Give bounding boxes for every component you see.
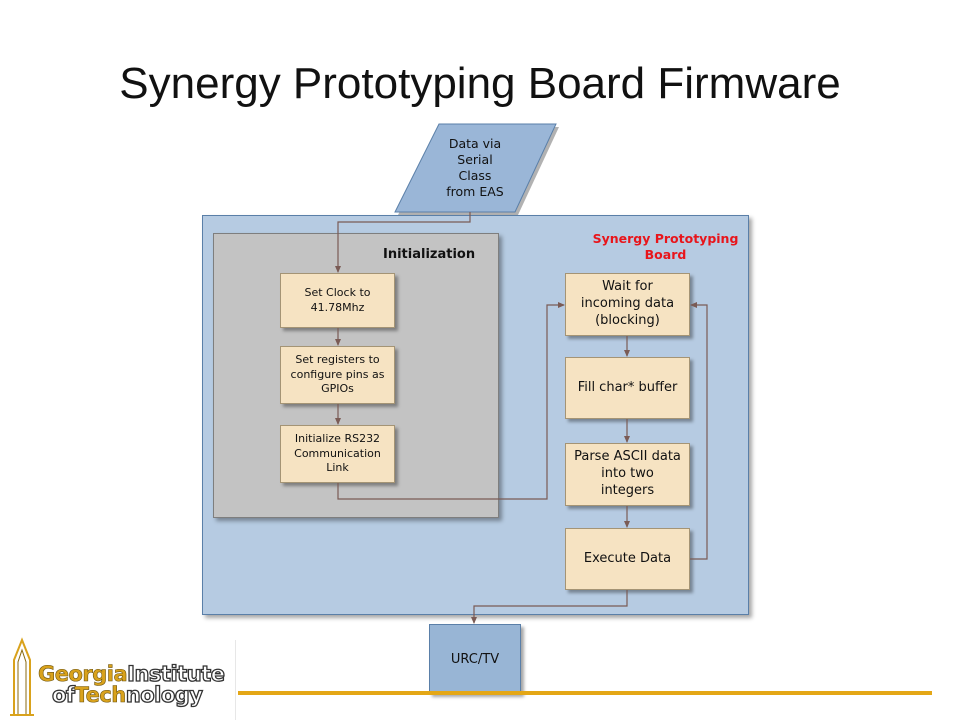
tech-tower-icon bbox=[10, 637, 34, 716]
logo-line-2: ofTechnology bbox=[51, 683, 204, 707]
init-step-set-registers: Set registers to configure pins as GPIOs bbox=[280, 346, 395, 404]
arrow-execute-to-output bbox=[471, 590, 628, 624]
loop-step-wait: Wait for incoming data (blocking) bbox=[565, 273, 690, 336]
initialization-label: Initialization bbox=[383, 247, 476, 262]
loop-step-execute: Execute Data bbox=[565, 528, 690, 590]
loop-step-fill-buffer: Fill char* buffer bbox=[565, 357, 690, 419]
logo-tech: Tech bbox=[74, 683, 126, 707]
logo-nology: nology bbox=[125, 683, 204, 707]
logo-institute: Institute bbox=[127, 662, 226, 686]
slide-title: Synergy Prototyping Board Firmware bbox=[119, 59, 841, 108]
footer-gold-line bbox=[238, 691, 932, 695]
arrow-rs232-to-wait bbox=[337, 302, 565, 500]
loop-step-parse: Parse ASCII data into two integers bbox=[565, 443, 690, 506]
logo-divider bbox=[235, 640, 236, 720]
arrow-execute-loop-back bbox=[690, 302, 708, 560]
output-box: URC/TV bbox=[429, 624, 521, 694]
input-data-label: Data via Serial Class from EAS bbox=[446, 135, 504, 200]
arrow-input-to-clock bbox=[335, 212, 471, 273]
logo-georgia: Georgia bbox=[38, 662, 128, 686]
input-parallelogram bbox=[394, 123, 559, 215]
init-step-initialize-rs232: Initialize RS232 Communication Link bbox=[280, 425, 395, 483]
logo-of: of bbox=[51, 683, 75, 707]
init-step-set-clock: Set Clock to 41.78Mhz bbox=[280, 273, 395, 328]
board-label: Synergy Prototyping Board bbox=[592, 231, 739, 263]
logo-line-1: GeorgiaInstitute bbox=[38, 662, 226, 686]
